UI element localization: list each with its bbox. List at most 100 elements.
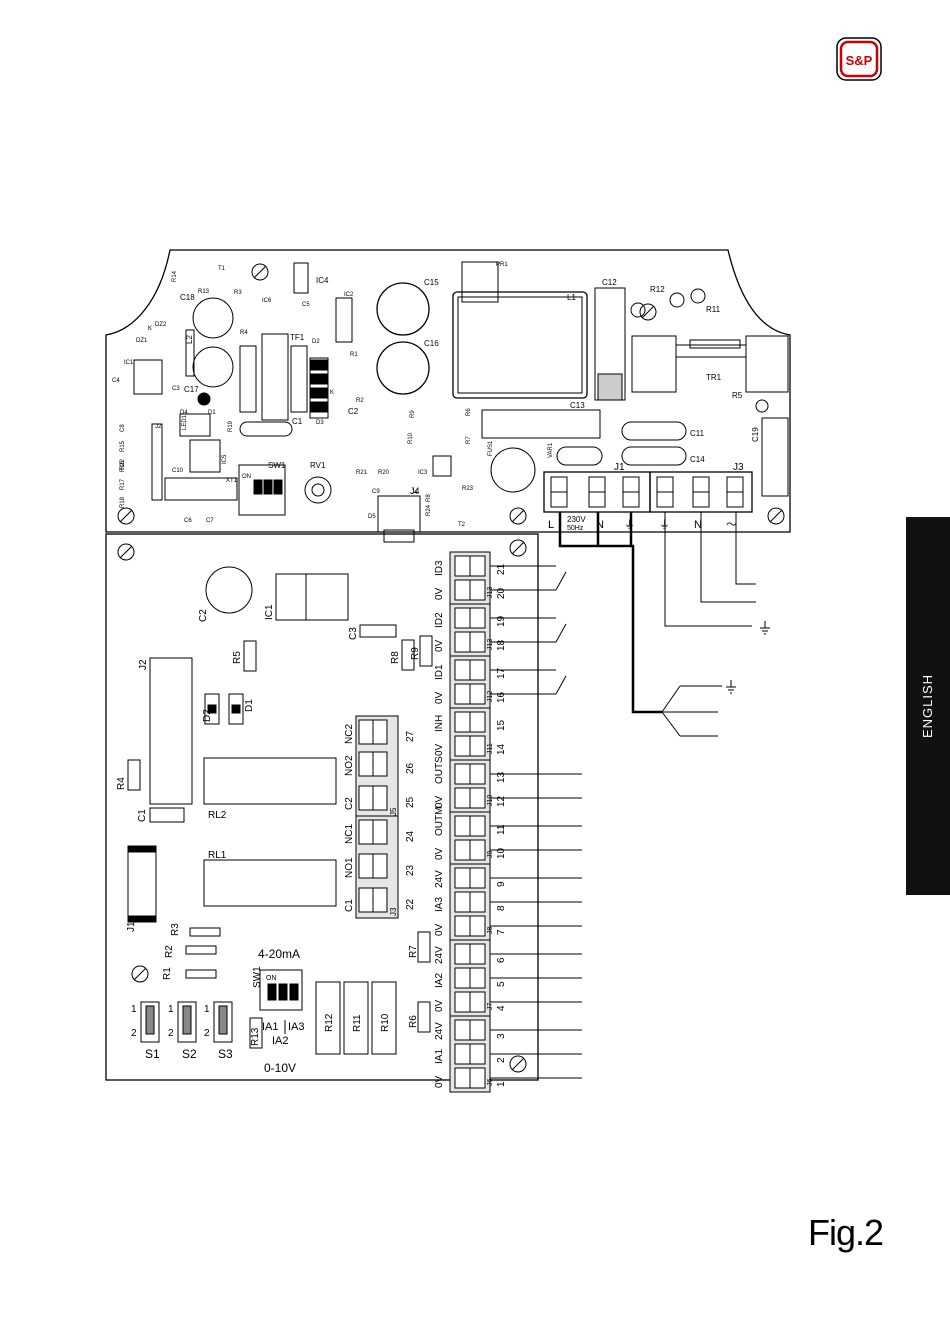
- figure-label: Fig.2: [808, 1212, 884, 1253]
- terminal-number-7: 7: [496, 929, 507, 935]
- j1-pin-labels: L N ⏚: [548, 518, 635, 531]
- relay-terminal-number: 22: [405, 898, 416, 910]
- lower-label-ic1-1: IC1: [264, 604, 275, 620]
- terminal-label-5: IA2: [434, 973, 445, 988]
- upper-label-fus1-48: FUS1: [488, 440, 494, 456]
- sw1-ia2: IA2: [272, 1035, 289, 1047]
- terminal-label-11: OUTM: [434, 807, 445, 836]
- upper-label-c19-46: C19: [751, 427, 760, 442]
- lower-label-c1-12: C1: [137, 809, 148, 822]
- upper-label-k-16: K: [148, 326, 152, 332]
- terminal-label-6: 24V: [434, 946, 445, 964]
- upper-label-r15-69: R15: [120, 440, 126, 452]
- terminal-number-17: 17: [496, 667, 507, 679]
- relay-terminal-number: 25: [405, 796, 416, 808]
- upper-label-d1-34: D1: [208, 410, 216, 416]
- terminal-number-19: 19: [496, 615, 507, 627]
- upper-label-var1-49: VAR1: [548, 442, 554, 458]
- upper-label-c16-28: C16: [424, 339, 439, 348]
- relay-terminal-number: 26: [405, 762, 416, 774]
- j3-pin-labels: ⏚ N 〜: [659, 518, 737, 531]
- upper-label-c6-63: C6: [184, 518, 192, 524]
- upper-label-r6-39: R6: [466, 408, 472, 416]
- upper-label-led1-35: LED1: [182, 414, 188, 430]
- upper-label-tr1-43: TR1: [706, 373, 722, 382]
- j1-pin-l: L: [548, 519, 554, 531]
- relay-connector-j5: J5: [389, 807, 398, 816]
- terminal-wires: [490, 565, 582, 1079]
- terminal-label-15: INH: [434, 715, 445, 732]
- upper-label-r2-29: R2: [356, 398, 364, 404]
- terminal-label-10: 0V: [434, 847, 445, 860]
- terminal-number-8: 8: [496, 905, 507, 911]
- upper-label-r18-72: R18: [120, 496, 126, 508]
- relay-terminal-name: NC1: [344, 824, 355, 844]
- upper-label-r12-14: R12: [650, 285, 665, 294]
- lower-board-outline: [105, 533, 539, 1081]
- upper-label-ic3-50: IC3: [418, 470, 428, 476]
- supply-voltage: 230V: [567, 515, 586, 524]
- sw1-ia1: IA1: [262, 1021, 279, 1033]
- terminal-number-6: 6: [496, 957, 507, 963]
- terminal-number-20: 20: [496, 587, 507, 599]
- terminal-label-8: IA3: [434, 897, 445, 912]
- upper-label-c2-30: C2: [348, 407, 359, 416]
- upper-label-r13-2: R13: [198, 289, 210, 295]
- upper-label-c11-45: C11: [690, 429, 705, 438]
- upper-label-c3-23: C3: [172, 386, 180, 392]
- upper-label-r8-56: R8: [426, 494, 432, 502]
- terminal-connector-id: J8: [487, 927, 494, 935]
- upper-label-r7-41: R7: [466, 436, 472, 444]
- brand-logo: S&P: [836, 37, 882, 81]
- jumper-name-s2: S2: [182, 1047, 197, 1061]
- upper-label-d4-33: D4: [180, 410, 188, 416]
- terminal-connector-id: J13: [487, 639, 494, 650]
- terminal-number-11: 11: [496, 824, 507, 835]
- upper-label-c14-47: C14: [690, 455, 705, 464]
- upper-label-c5-8: C5: [302, 302, 310, 308]
- lower-label-r11-20: R11: [352, 1014, 363, 1032]
- supply-frequency: 50Hz: [567, 525, 584, 532]
- terminal-connector-id: J10: [487, 795, 494, 806]
- terminal-number-13: 13: [496, 771, 507, 783]
- upper-label-r19-36: R19: [228, 420, 234, 432]
- upper-label-r9-38: R9: [410, 410, 416, 418]
- upper-board-outline: [105, 249, 791, 533]
- upper-label-ic2-9: IC2: [344, 292, 354, 298]
- upper-label-d3-31: D3: [316, 420, 324, 426]
- terminal-label-4: 0V: [434, 999, 445, 1012]
- terminal-label-14: 0V: [434, 743, 445, 756]
- upper-board-shapes: [133, 261, 789, 543]
- terminal-label-7: 0V: [434, 923, 445, 936]
- relay-terminal-name: NC2: [344, 724, 355, 744]
- upper-label-r21-51: R21: [356, 470, 368, 476]
- logo-text: S&P: [846, 53, 873, 68]
- lower-label-rl2-10: RL2: [208, 810, 227, 821]
- upper-label-r3-4: R3: [234, 290, 242, 296]
- lower-label-j1-13: J1: [126, 921, 137, 932]
- language-tab: ENGLISH: [906, 517, 950, 895]
- upper-label-ic1-19: IC1: [124, 360, 134, 366]
- lower-label-r1-16: R1: [162, 967, 173, 980]
- jumper-name-s3: S3: [218, 1047, 233, 1061]
- upper-label-j4-55: J4: [411, 490, 418, 496]
- terminal-label-9: 24V: [434, 870, 445, 888]
- upper-label-ic5-37: IC5: [222, 454, 228, 464]
- upper-label-pr1-11: PR1: [496, 262, 508, 268]
- relay-terminal-cells: [358, 719, 388, 913]
- upper-label-r23-54: R23: [462, 486, 474, 492]
- relay-terminal-name: NO1: [344, 857, 355, 878]
- terminal-label-20: 0V: [434, 587, 445, 600]
- lower-label-r7-17: R7: [408, 945, 419, 958]
- upper-label-tf1-24: TF1: [290, 333, 305, 342]
- terminal-number-16: 16: [496, 691, 507, 703]
- relay-terminal-name: NO2: [344, 755, 355, 776]
- upper-label-sw1-60: SW1: [268, 461, 286, 470]
- upper-label-r22-73: R22: [120, 458, 126, 470]
- upper-label-r10-40: R10: [408, 432, 414, 444]
